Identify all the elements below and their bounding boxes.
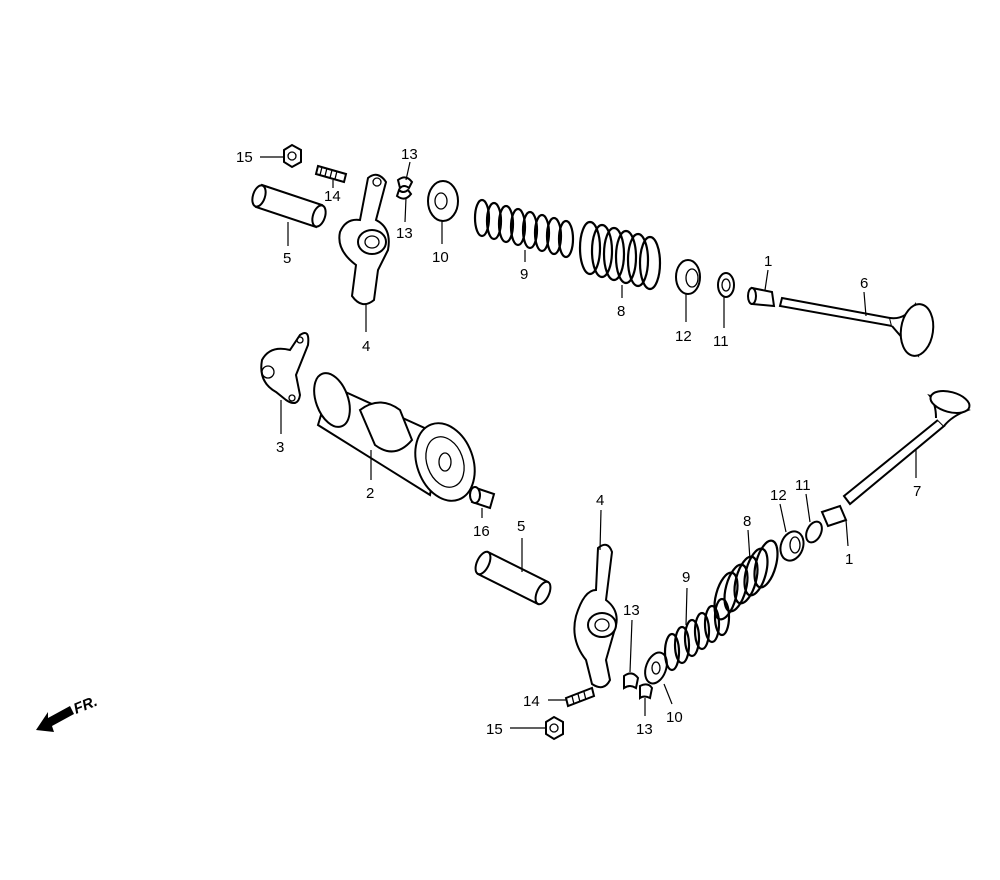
label-upper-10: 10 [432,249,449,266]
rocker-arm-upper [338,173,390,306]
spring-retainer-upper [427,180,459,222]
front-direction-indicator: FR. [36,693,100,732]
fr-label: FR. [71,693,100,718]
label-lower-15: 15 [486,721,503,738]
spring-retainer-lower [644,651,668,685]
stem-seal-upper [717,272,735,298]
label-lower-9: 9 [682,569,690,586]
rocker-arm-lower [573,543,618,689]
adjusting-nut-upper [283,143,302,169]
label-upper-9: 9 [520,266,528,283]
label-lower-13a: 13 [623,602,640,619]
inner-valve-spring-lower [663,597,731,672]
camshaft-holder [260,332,310,405]
label-upper-14: 14 [324,188,341,205]
camshaft [313,372,476,502]
label-lower-8: 8 [743,513,751,530]
label-upper-1: 1 [764,253,772,270]
label-upper-8: 8 [617,303,625,320]
label-lower-10: 10 [666,709,683,726]
label-lower-13b: 13 [636,721,653,738]
label-lower-11: 11 [795,477,811,494]
rocker-arm-shaft-upper [251,183,327,229]
rocker-arm-shaft-lower [474,550,552,606]
label-upper-13a: 13 [401,146,418,163]
label-upper-12: 12 [675,328,692,345]
adjusting-nut-lower [545,715,564,741]
valve-guide-upper [747,286,776,308]
outer-valve-spring-lower [713,539,779,621]
valve-cotter-lower [623,672,654,700]
valve-cotter-upper [395,176,414,200]
stem-seal-lower [805,520,823,544]
spring-seat-lower [779,530,805,562]
valve-guide-lower [820,504,848,528]
label-upper-5: 5 [283,250,291,267]
adjusting-screw-upper [314,164,348,184]
label-lower-1: 1 [845,551,853,568]
label-lower-4: 4 [596,492,604,509]
inner-valve-spring-upper [473,198,575,259]
label-upper-6: 6 [860,275,868,292]
label-camshaft-2: 2 [366,485,374,502]
label-upper-15: 15 [236,149,253,166]
intake-valve [778,296,935,358]
label-lower-5: 5 [517,518,525,535]
label-cam-holder-3: 3 [276,439,284,456]
label-lower-7: 7 [913,483,921,500]
label-upper-13b: 13 [396,225,413,242]
label-pin-16: 16 [473,523,490,540]
label-lower-14: 14 [523,693,540,710]
spring-seat-upper [675,259,701,295]
label-upper-4: 4 [362,338,370,355]
label-lower-12: 12 [770,487,787,504]
part-labels: 15 14 13 13 10 5 9 8 12 11 1 6 4 3 2 16 … [236,146,921,738]
leader-lines [260,156,917,729]
outer-valve-spring-upper [578,220,662,291]
label-upper-11: 11 [713,333,729,350]
exhaust-valve [842,390,971,506]
dowel-pin [469,486,496,510]
arrow-icon [36,706,74,732]
adjusting-screw-lower [564,686,596,708]
